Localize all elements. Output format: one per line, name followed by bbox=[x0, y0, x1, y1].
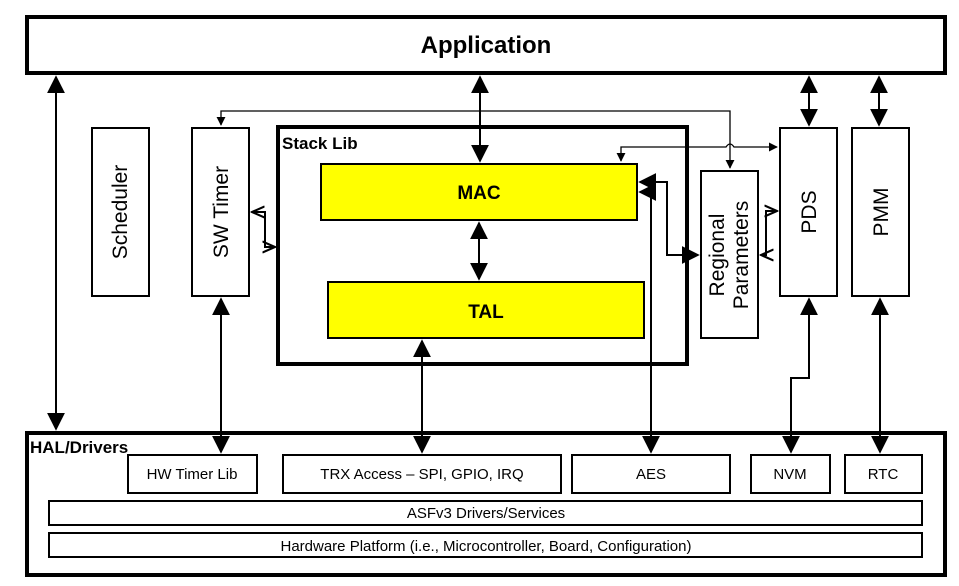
regional-label-line2: Parameters bbox=[730, 201, 753, 310]
mac-block[interactable]: MAC bbox=[320, 163, 638, 221]
pds-block[interactable]: PDS bbox=[779, 127, 838, 297]
pmm-block[interactable]: PMM bbox=[851, 127, 910, 297]
scheduler-block[interactable]: Scheduler bbox=[91, 127, 150, 297]
hw-timer-lib-label: HW Timer Lib bbox=[147, 466, 238, 483]
pmm-label: PMM bbox=[870, 188, 893, 237]
application-label: Application bbox=[421, 32, 552, 59]
connector-regional-pds bbox=[761, 211, 777, 255]
aes-label: AES bbox=[636, 466, 666, 483]
sw-timer-block[interactable]: SW Timer bbox=[191, 127, 250, 297]
hw-timer-lib-block[interactable]: HW Timer Lib bbox=[127, 454, 258, 494]
connector-app-sw-timer bbox=[216, 110, 480, 126]
tal-block[interactable]: TAL bbox=[327, 281, 645, 339]
sw-timer-label: SW Timer bbox=[210, 166, 233, 258]
asf-drivers-label: ASFv3 Drivers/Services bbox=[407, 505, 565, 522]
trx-access-label: TRX Access – SPI, GPIO, IRQ bbox=[320, 466, 523, 483]
hardware-platform-bar[interactable]: Hardware Platform (i.e., Microcontroller… bbox=[48, 532, 923, 558]
nvm-block[interactable]: NVM bbox=[750, 454, 831, 494]
application-layer[interactable]: Application bbox=[25, 15, 947, 75]
connector-mac-pds bbox=[616, 142, 778, 162]
connector-mac-regional bbox=[638, 173, 700, 264]
scheduler-label: Scheduler bbox=[109, 165, 132, 260]
pds-label: PDS bbox=[798, 190, 821, 233]
rtc-label: RTC bbox=[868, 466, 899, 483]
asf-drivers-bar[interactable]: ASFv3 Drivers/Services bbox=[48, 500, 923, 526]
regional-label-line1: Regional bbox=[706, 214, 729, 297]
connector-mac-aes bbox=[638, 183, 660, 454]
connector-pds-nvm bbox=[782, 297, 818, 454]
mac-label: MAC bbox=[457, 183, 501, 204]
connector-sw-timer-stack bbox=[252, 212, 275, 247]
stack-lib-label: Stack Lib bbox=[282, 134, 358, 153]
hardware-platform-label: Hardware Platform (i.e., Microcontroller… bbox=[281, 538, 692, 555]
regional-parameters-block[interactable]: Regional Parameters bbox=[700, 170, 759, 339]
trx-access-block[interactable]: TRX Access – SPI, GPIO, IRQ bbox=[282, 454, 562, 494]
aes-block[interactable]: AES bbox=[571, 454, 731, 494]
hal-drivers-label: HAL/Drivers bbox=[30, 438, 128, 457]
rtc-block[interactable]: RTC bbox=[844, 454, 923, 494]
nvm-label: NVM bbox=[773, 466, 806, 483]
tal-label: TAL bbox=[468, 302, 504, 323]
